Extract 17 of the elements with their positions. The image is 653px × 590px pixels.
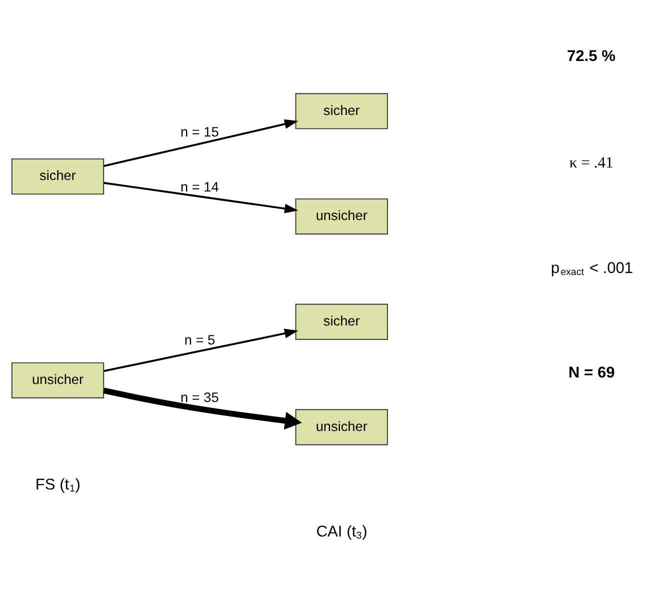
node-box: sicher: [295, 92, 388, 129]
edge-label: n = 5: [184, 332, 216, 347]
label: κ = .41: [569, 154, 614, 172]
arrow: [103, 118, 298, 167]
edge-label: n = 15: [180, 124, 219, 140]
node-box: unsicher: [295, 198, 388, 234]
arrow: [104, 328, 298, 372]
label: 72.5 %: [566, 48, 616, 65]
node-box: unsicher: [295, 408, 388, 445]
node-box: sicher: [295, 303, 388, 340]
node-box: unsicher: [11, 362, 104, 398]
arrow: [103, 387, 302, 430]
arrow: [104, 181, 298, 213]
edge-label: n = 14: [180, 178, 219, 194]
edge-label: n = 35: [180, 390, 219, 405]
label: N = 69: [568, 364, 615, 381]
node-box: sicher: [11, 158, 104, 194]
